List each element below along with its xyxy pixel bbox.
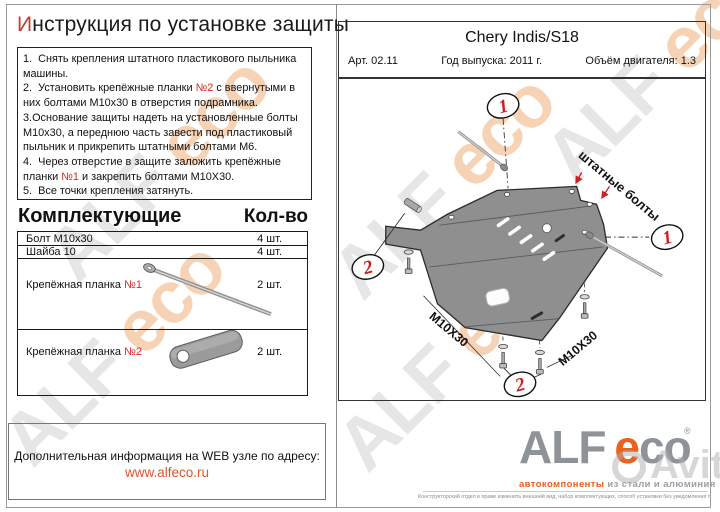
parts-heading: Комплектующие	[18, 205, 182, 227]
table-row: Крепёжная планка №1 2 шт.	[18, 259, 307, 330]
table-row: Шайба 10 4 шт.	[18, 246, 307, 259]
bolt-m10x30	[534, 349, 545, 375]
instruction-item: 1. Снять крепления штатного пластикового…	[23, 53, 297, 80]
part-qty: 2 шт.	[257, 279, 282, 291]
brand-logo-alf: ALF	[519, 421, 606, 473]
part-label: Крепёжная планка №2	[26, 346, 142, 358]
parts-table: Болт М10х30 4 шт. Шайба 10 4 шт. Крепёжн…	[17, 231, 308, 396]
bolt-m10x30	[403, 249, 414, 274]
footer-divider	[423, 491, 707, 492]
avito-watermark-ring	[612, 450, 646, 484]
bolt-m10x30	[498, 343, 509, 369]
dark-slot	[530, 311, 544, 320]
part-qty: 4 шт.	[257, 246, 282, 258]
brand-tagline: автокомпоненты из стали и алюминия	[519, 479, 716, 490]
instruction-item: 4. Через отверстие в защите заложить кре…	[23, 155, 281, 183]
shield-pad	[485, 287, 511, 307]
info-text: Дополнительная информация на WEB узле по…	[14, 449, 320, 463]
guide-line	[502, 118, 509, 189]
callout-1-right: 1	[650, 224, 684, 251]
info-box: Дополнительная информация на WEB узле по…	[8, 423, 326, 500]
dark-slot	[554, 234, 565, 243]
installation-diagram: штатные болты M10X30 M10X30 1 1 2 2	[338, 78, 706, 401]
mount-plate-rod-top	[457, 130, 509, 172]
mount-plate-rod-right	[585, 231, 663, 278]
mount-plate-2-image	[169, 330, 243, 369]
page-border	[6, 4, 711, 508]
table-row: Болт М10х30 4 шт.	[18, 232, 307, 246]
table-row: Крепёжная планка №2 2 шт.	[18, 330, 307, 393]
avito-watermark: Avito	[650, 443, 720, 487]
part-label: Шайба 10	[26, 246, 76, 258]
callout-2-bottom: 2	[503, 371, 537, 398]
label-leader	[546, 355, 572, 368]
instruction-item: 5. Все точки крепления затянуть.	[23, 185, 194, 198]
vehicle-year: Год выпуска: 2011 г.	[441, 55, 543, 67]
vehicle-model: Chery Indis/S18	[465, 29, 579, 46]
vehicle-header: Chery Indis/S18 Арт. 02.11 Год выпуска: …	[338, 21, 706, 78]
qty-heading: Кол-во	[243, 206, 308, 227]
ventilation-slots	[496, 217, 556, 262]
brand-disclaimer: Конструкторский отдел в праве изменить в…	[418, 494, 710, 500]
part-qty: 4 шт.	[257, 232, 282, 245]
callout-leader	[373, 213, 406, 257]
page-title: Инструкция по установке защиты	[17, 13, 350, 36]
vehicle-art: Арт. 02.11	[348, 55, 398, 67]
brand-logo-co: co	[639, 421, 692, 473]
mount-plate-2-part	[403, 198, 422, 213]
vehicle-engine: Объём двигателя: 1.3	[585, 55, 696, 67]
instructions-box: 1. Снять крепления штатного пластикового…	[17, 47, 312, 200]
website-link[interactable]: www.alfeco.ru	[124, 464, 210, 480]
part-label: Крепёжная планка №1	[26, 279, 142, 291]
title-first-letter: И	[17, 13, 33, 36]
mounting-holes	[448, 189, 593, 235]
instruction-item: 3.Основание защиты надеть на установленн…	[23, 111, 298, 154]
part-qty: 2 шт.	[257, 346, 282, 358]
part-label: Болт М10х30	[26, 232, 93, 245]
standard-bolt-arrow	[575, 172, 583, 184]
shield-plate	[385, 185, 609, 342]
shield-fold-lines	[429, 205, 603, 328]
bolt-m10x30	[579, 294, 590, 319]
diagram-svg: штатные болты M10X30 M10X30 1 1 2 2	[351, 92, 684, 398]
callout-1-top: 1	[486, 92, 520, 119]
label-m10x30-right: M10X30	[556, 328, 601, 369]
instruction-item: 2. Установить крепёжные планки №2 с ввер…	[23, 82, 296, 110]
registered-mark: ®	[684, 426, 691, 436]
mount-plate-1-image	[143, 263, 272, 317]
standard-bolt-arrow	[601, 186, 611, 199]
label-leader	[423, 295, 501, 377]
callout-2-left: 2	[351, 254, 385, 280]
shield-hole	[541, 223, 552, 234]
column-divider	[336, 4, 337, 507]
